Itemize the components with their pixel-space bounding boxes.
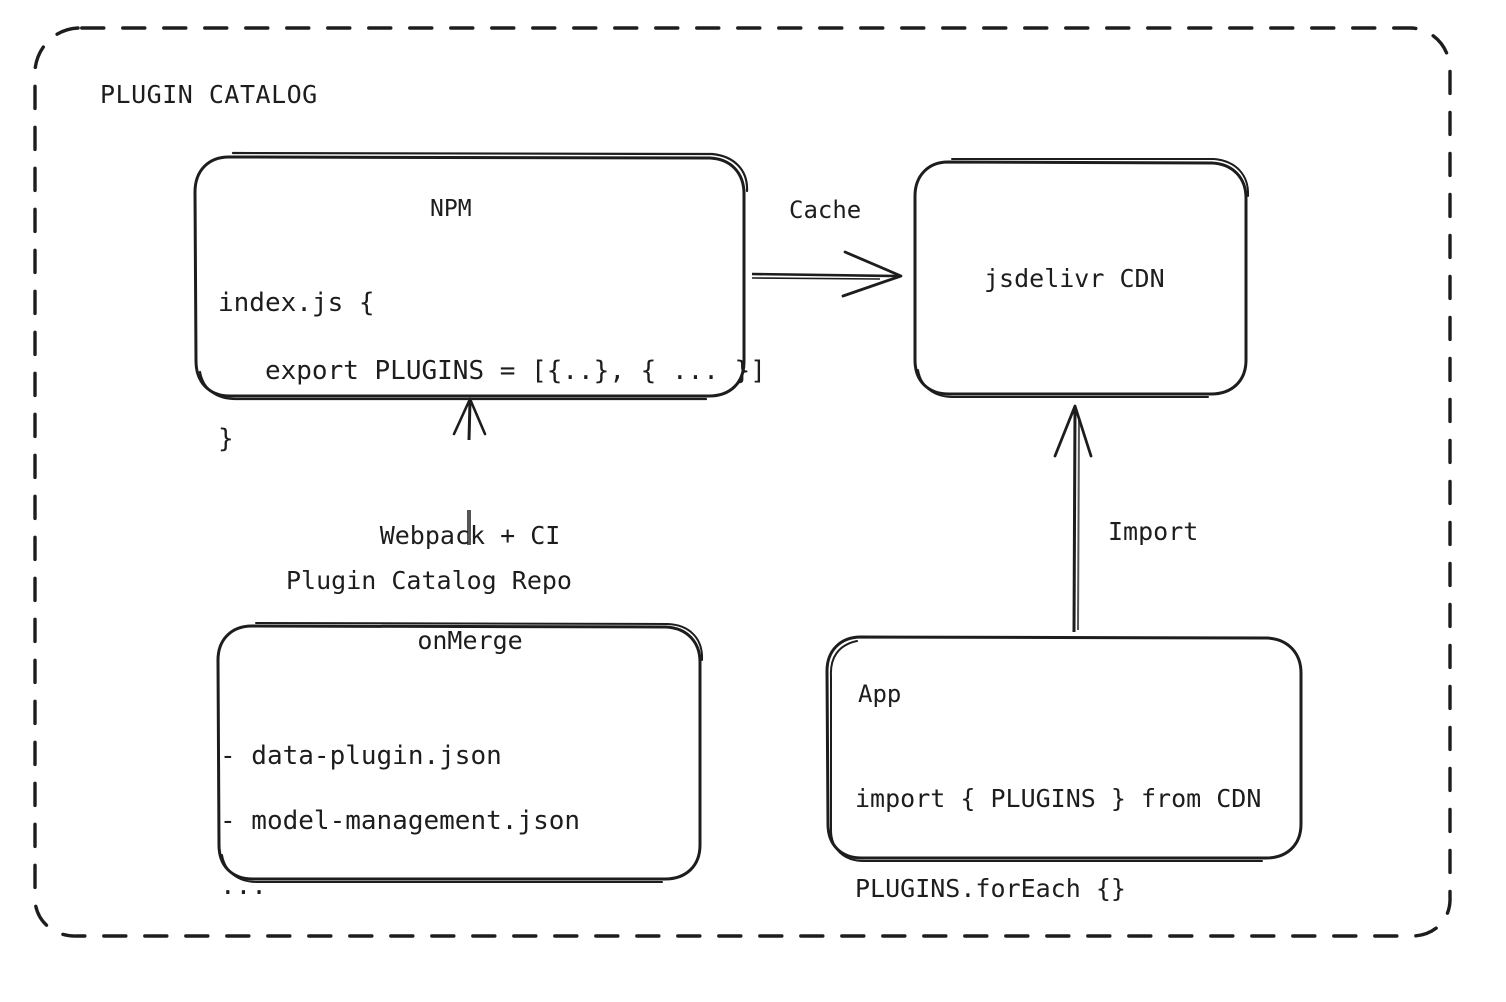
app-box-shape <box>825 635 1303 862</box>
npm-box-heading: NPM <box>430 196 472 222</box>
npm-code-line-1: index.js { <box>218 288 375 318</box>
repo-box-shape <box>216 622 704 883</box>
repo-file-item: - model-management.json <box>220 806 581 836</box>
arrow-app-to-cdn <box>1053 404 1093 633</box>
repo-file-item: - data-plugin.json <box>220 741 502 771</box>
app-code-line-1: import { PLUGINS } from CDN <box>855 784 1262 813</box>
cdn-box-label: jsdelivr CDN <box>984 264 1165 293</box>
edge-label-webpack-ci-line1: Webpack + CI <box>379 521 561 550</box>
npm-code-block: index.js { export PLUGINS = [{..}, { ...… <box>218 253 766 489</box>
container-title: PLUGIN CATALOG <box>100 80 318 109</box>
npm-code-line-3: } <box>218 424 234 454</box>
app-code-line-2: PLUGINS.forEach {} <box>855 874 1126 903</box>
repo-file-item: ... <box>220 871 267 901</box>
npm-code-line-2: export PLUGINS = [{..}, { ... }] <box>218 356 766 386</box>
arrow-npm-to-cdn <box>751 250 903 298</box>
edge-label-webpack-ci: Webpack + CI onMerge <box>370 448 570 728</box>
app-code-block: import { PLUGINS } from CDN PLUGINS.forE… <box>855 738 1261 950</box>
plugin-catalog-container-border <box>33 26 1452 938</box>
app-box-heading: App <box>858 680 902 708</box>
arrow-repo-to-npm <box>452 397 487 545</box>
edge-label-cache: Cache <box>789 196 862 224</box>
repo-file-list: - data-plugin.json - model-management.js… <box>220 708 580 935</box>
edge-label-import: Import <box>1108 517 1199 546</box>
repo-box-caption: Plugin Catalog Repo <box>286 566 572 595</box>
npm-box-shape <box>193 151 749 401</box>
cdn-box-shape <box>913 158 1250 398</box>
edge-label-webpack-ci-line2: onMerge <box>417 626 523 655</box>
